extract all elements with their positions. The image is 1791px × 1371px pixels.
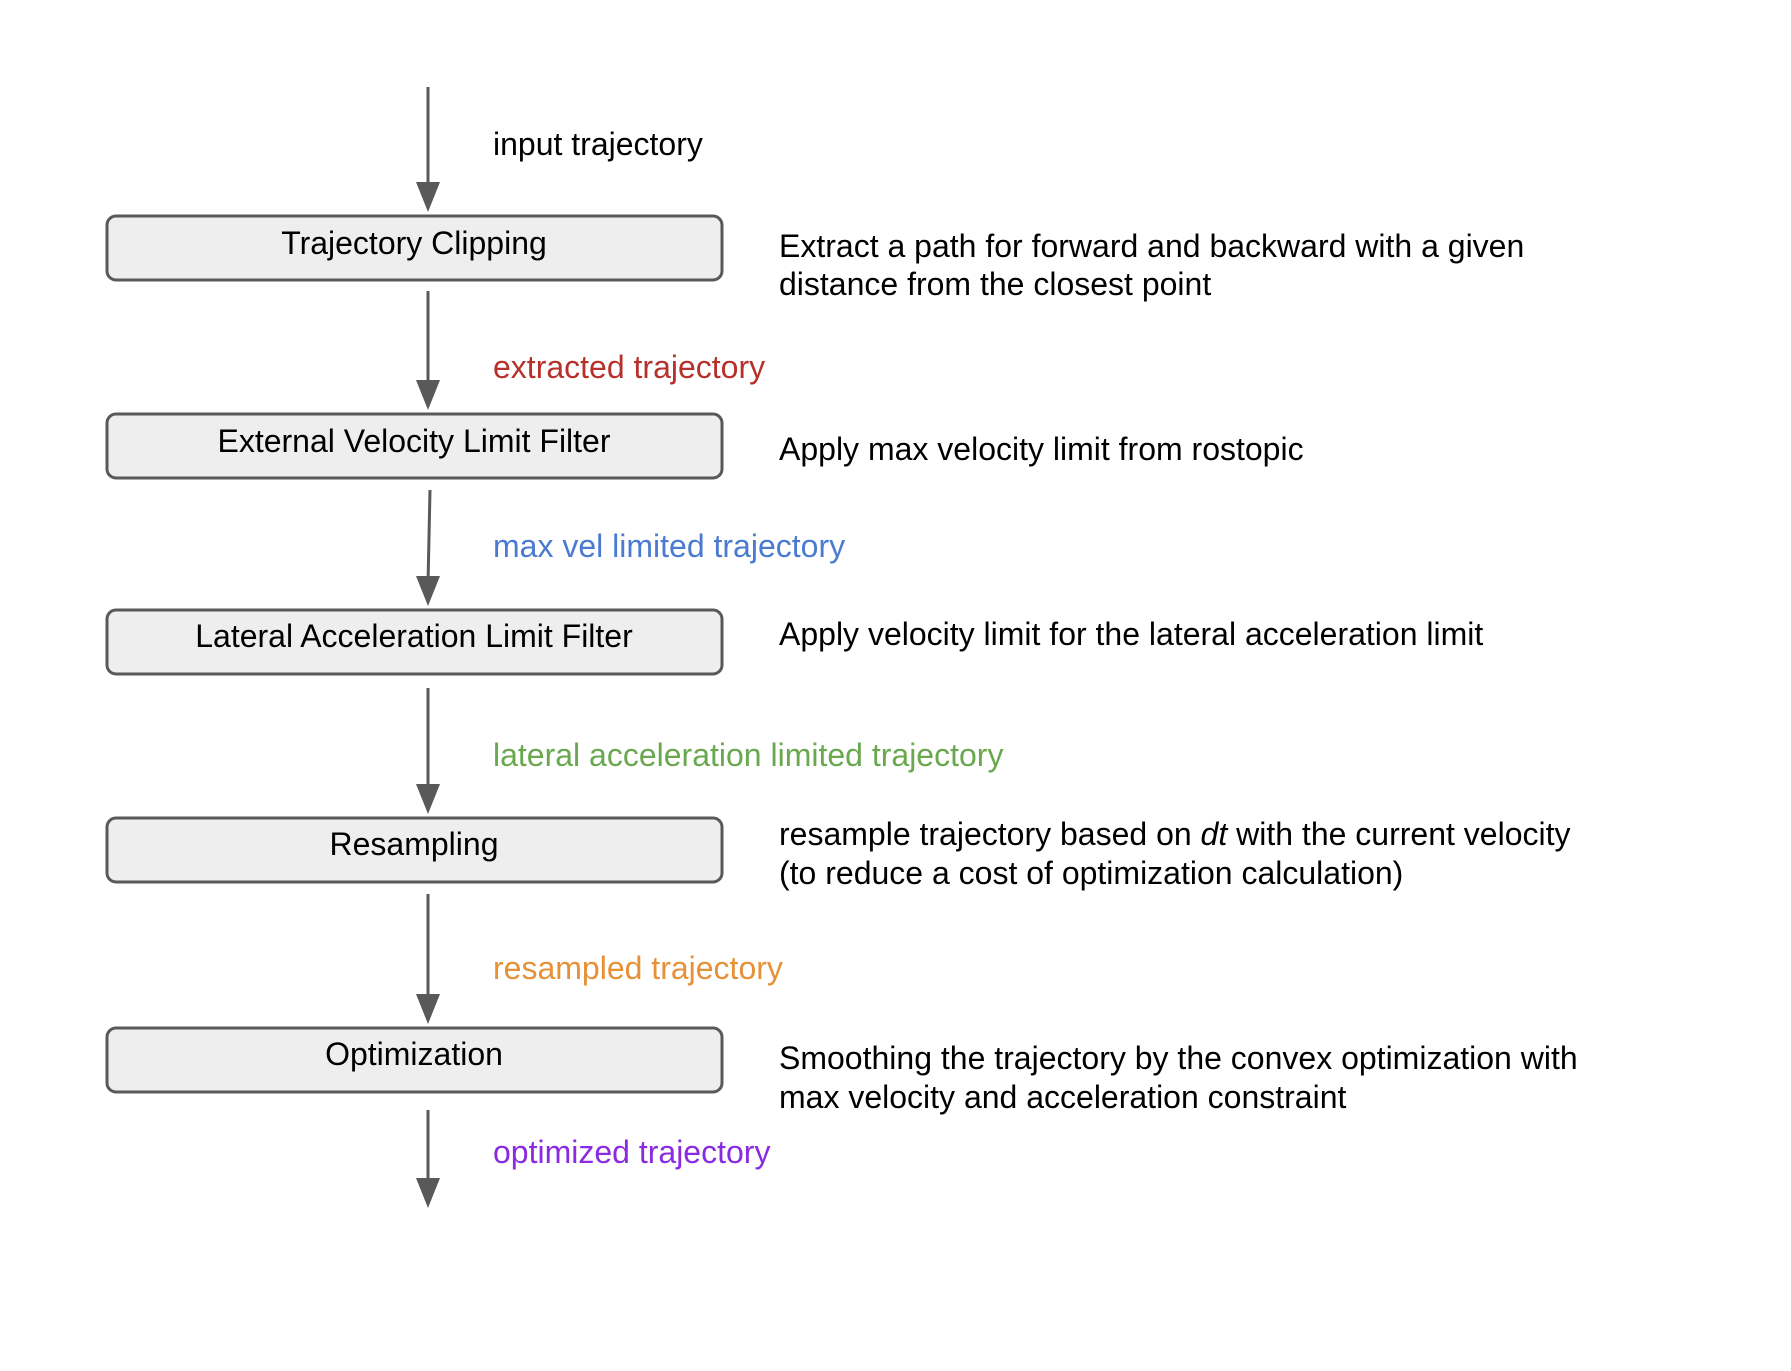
description-line: Apply max velocity limit from rostopic: [779, 431, 1304, 467]
edge-labels: input trajectory extracted trajectory ma…: [493, 126, 1003, 1170]
node-label: Trajectory Clipping: [281, 225, 547, 261]
description-text: with the current velocity: [1227, 816, 1570, 852]
node-label: Optimization: [325, 1036, 503, 1072]
description-line: Extract a path for forward and backward …: [779, 228, 1524, 264]
edge-label-max-vel-limited: max vel limited trajectory: [493, 528, 845, 564]
arrow-max-vel-limited: [416, 489, 440, 606]
description-resampling: resample trajectory based on dt with the…: [779, 816, 1570, 891]
arrow-resampled: [416, 894, 440, 1024]
description-trajectory-clipping: Extract a path for forward and backward …: [779, 228, 1524, 302]
descriptions: Extract a path for forward and backward …: [779, 228, 1578, 1115]
arrows: [416, 87, 440, 1208]
node-lateral-acceleration-limit-filter: Lateral Acceleration Limit Filter: [105, 608, 724, 676]
edge-label-resampled: resampled trajectory: [493, 950, 783, 986]
node-optimization: Optimization: [105, 1026, 724, 1094]
description-external-velocity-limit-filter: Apply max velocity limit from rostopic: [779, 431, 1304, 467]
node-resampling: Resampling: [105, 816, 724, 884]
arrow-optimized: [416, 1110, 440, 1208]
description-emphasis: dt: [1201, 816, 1229, 852]
node-label: Lateral Acceleration Limit Filter: [195, 618, 633, 654]
description-line: max velocity and acceleration constraint: [779, 1079, 1347, 1115]
arrow-extracted: [416, 291, 440, 410]
description-line: Apply velocity limit for the lateral acc…: [779, 616, 1483, 652]
arrow-input: [416, 87, 440, 212]
edge-label-extracted: extracted trajectory: [493, 349, 765, 385]
description-text: resample trajectory based on: [779, 816, 1201, 852]
arrow-lateral-acceleration-limited: [416, 688, 440, 814]
description-line: distance from the closest point: [779, 266, 1211, 302]
edge-label-input: input trajectory: [493, 126, 703, 162]
description-line: Smoothing the trajectory by the convex o…: [779, 1040, 1578, 1076]
node-external-velocity-limit-filter: External Velocity Limit Filter: [105, 412, 724, 480]
node-label: Resampling: [330, 826, 499, 862]
node-label: External Velocity Limit Filter: [217, 423, 610, 459]
description-line: resample trajectory based on dt with the…: [779, 816, 1570, 852]
node-trajectory-clipping: Trajectory Clipping: [105, 214, 724, 282]
nodes: Trajectory Clipping External Velocity Li…: [105, 214, 724, 1094]
description-optimization: Smoothing the trajectory by the convex o…: [779, 1040, 1578, 1115]
edge-label-lateral-acceleration-limited: lateral acceleration limited trajectory: [493, 737, 1003, 773]
description-line: (to reduce a cost of optimization calcul…: [779, 855, 1403, 891]
edge-label-optimized: optimized trajectory: [493, 1134, 770, 1170]
description-lateral-acceleration-limit-filter: Apply velocity limit for the lateral acc…: [779, 616, 1483, 652]
